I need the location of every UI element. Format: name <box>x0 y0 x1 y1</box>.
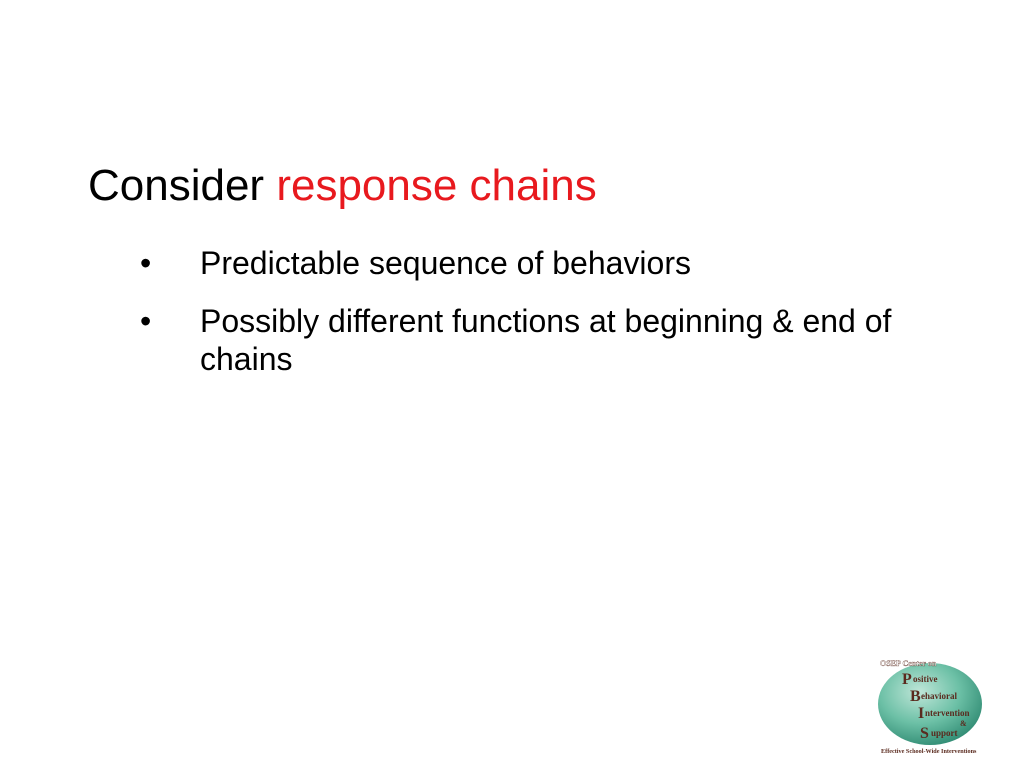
logo-ampersand: & <box>960 719 967 728</box>
logo-tagline: Effective School-Wide Interventions <box>881 748 977 755</box>
heading-prefix: Consider <box>88 161 265 210</box>
bullet-text: Predictable sequence of behaviors <box>200 245 691 281</box>
logo-top-line: OSEP Center on <box>880 659 937 668</box>
logo-initial-p: P <box>902 671 912 688</box>
logo-initial-s: S <box>920 725 929 742</box>
bullet-text: Possibly different functions at beginnin… <box>200 303 892 377</box>
bullet-item: • Predictable sequence of behaviors <box>140 244 920 282</box>
logo-initial-b: B <box>910 688 921 705</box>
bullet-icon: • <box>140 245 152 281</box>
logo-initial-i: I <box>918 705 924 722</box>
logo-word-behavioral: ehavioral <box>921 691 957 701</box>
logo-word-positive: ositive <box>913 674 938 684</box>
logo-word-intervention: ntervention <box>925 708 970 718</box>
bullet-item: • Possibly different functions at beginn… <box>140 302 920 378</box>
logo-word-support: upport <box>931 728 958 738</box>
bullet-list: • Predictable sequence of behaviors • Po… <box>140 244 920 398</box>
slide-heading: Consider response chains <box>88 160 597 212</box>
logo-globe-icon <box>878 663 982 745</box>
bullet-icon: • <box>140 303 152 339</box>
pbis-logo: OSEP Center on P ositive B ehavioral I n… <box>878 659 982 755</box>
heading-accent: response chains <box>276 161 597 210</box>
